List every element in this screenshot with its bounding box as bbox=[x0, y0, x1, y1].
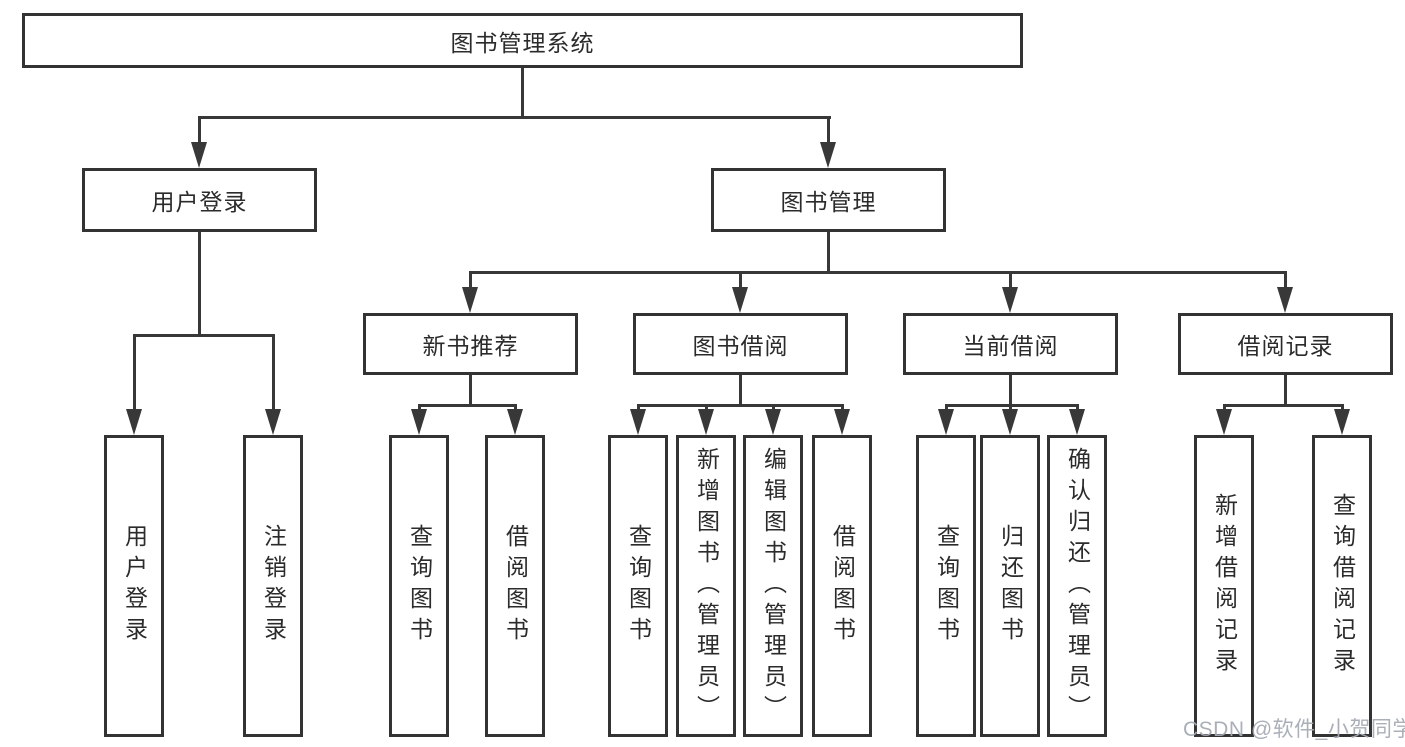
leaf-add-borrow-record: 新增借阅记录 bbox=[1194, 435, 1254, 737]
leaf-label: 新增图书（管理员） bbox=[693, 446, 720, 726]
arrow-down-icon bbox=[191, 142, 207, 168]
leaf-borrow-books: 借阅图书 bbox=[812, 435, 872, 737]
leaf-return-books: 归还图书 bbox=[980, 435, 1040, 737]
node-label: 用户登录 bbox=[151, 189, 248, 215]
leaf-query-books-current: 查询图书 bbox=[916, 435, 976, 737]
leaf-label: 用户登录 bbox=[121, 524, 148, 648]
connector-line bbox=[1284, 271, 1287, 291]
leaf-add-book-admin: 新增图书（管理员） bbox=[676, 435, 736, 737]
connector-line bbox=[514, 404, 517, 413]
connector-line bbox=[841, 404, 844, 413]
arrow-down-icon bbox=[732, 287, 748, 313]
connector-line bbox=[1076, 404, 1079, 413]
arrow-down-icon bbox=[630, 409, 646, 435]
connector-line bbox=[198, 116, 831, 119]
leaf-logout: 注销登录 bbox=[243, 435, 303, 737]
leaf-label: 新增借阅记录 bbox=[1211, 493, 1238, 679]
node-label: 新书推荐 bbox=[422, 333, 519, 359]
leaf-query-borrow-record: 查询借阅记录 bbox=[1312, 435, 1372, 737]
leaf-label: 借阅图书 bbox=[829, 524, 856, 648]
connector-line bbox=[772, 404, 775, 413]
connector-line bbox=[1009, 271, 1012, 291]
connector-line bbox=[469, 271, 472, 291]
connector-line bbox=[1224, 404, 1342, 407]
leaf-edit-book-admin: 编辑图书（管理员） bbox=[743, 435, 803, 737]
arrow-down-icon bbox=[834, 409, 850, 435]
leaf-label: 归还图书 bbox=[997, 524, 1024, 648]
arrow-down-icon bbox=[820, 142, 836, 168]
connector-line bbox=[827, 116, 830, 144]
node-book-borrow: 图书借阅 bbox=[633, 313, 848, 375]
arrow-down-icon bbox=[1216, 409, 1232, 435]
arrow-down-icon bbox=[507, 409, 523, 435]
connector-line bbox=[945, 404, 948, 413]
leaf-label: 编辑图书（管理员） bbox=[760, 446, 787, 726]
connector-line bbox=[1009, 375, 1012, 406]
leaf-label: 查询图书 bbox=[406, 524, 433, 648]
connector-line bbox=[133, 334, 274, 337]
node-current-borrow: 当前借阅 bbox=[903, 313, 1118, 375]
connector-line bbox=[133, 334, 136, 411]
connector-line bbox=[198, 116, 201, 144]
arrow-down-icon bbox=[1277, 287, 1293, 313]
leaf-borrow-books-recommend: 借阅图书 bbox=[485, 435, 545, 737]
leaf-label: 借阅图书 bbox=[502, 524, 529, 648]
leaf-label: 查询借阅记录 bbox=[1329, 493, 1356, 679]
node-label: 图书借阅 bbox=[692, 333, 789, 359]
connector-line bbox=[272, 334, 275, 411]
leaf-label: 注销登录 bbox=[260, 524, 287, 648]
connector-line bbox=[469, 375, 472, 406]
root-node-label: 图书管理系统 bbox=[450, 29, 595, 56]
watermark-text: CSDN @软件_小贺同学 bbox=[1183, 718, 1405, 741]
connector-line bbox=[198, 232, 201, 336]
root-node: 图书管理系统 bbox=[22, 13, 1023, 68]
connector-line bbox=[1341, 404, 1344, 413]
node-user-login: 用户登录 bbox=[82, 168, 317, 232]
node-new-book-recommend: 新书推荐 bbox=[363, 313, 578, 375]
arrow-down-icon bbox=[938, 409, 954, 435]
arrow-down-icon bbox=[698, 409, 714, 435]
leaf-user-login: 用户登录 bbox=[104, 435, 164, 737]
connector-line bbox=[521, 68, 524, 116]
connector-line bbox=[739, 271, 742, 291]
arrow-down-icon bbox=[126, 409, 142, 435]
connector-line bbox=[470, 271, 1287, 274]
leaf-label: 查询图书 bbox=[933, 524, 960, 648]
node-borrow-records: 借阅记录 bbox=[1178, 313, 1393, 375]
node-label: 图书管理 bbox=[780, 189, 877, 215]
arrow-down-icon bbox=[765, 409, 781, 435]
arrow-down-icon bbox=[411, 409, 427, 435]
connector-line bbox=[637, 404, 640, 413]
leaf-query-books-borrow: 查询图书 bbox=[608, 435, 668, 737]
arrow-down-icon bbox=[1002, 409, 1018, 435]
arrow-down-icon bbox=[1002, 287, 1018, 313]
connector-line bbox=[705, 404, 708, 413]
connector-line bbox=[1284, 375, 1287, 406]
connector-line bbox=[638, 404, 842, 407]
connector-line bbox=[418, 404, 421, 413]
arrow-down-icon bbox=[462, 287, 478, 313]
node-label: 当前借阅 bbox=[962, 333, 1059, 359]
arrow-down-icon bbox=[1334, 409, 1350, 435]
leaf-confirm-return-admin: 确认归还（管理员） bbox=[1047, 435, 1107, 737]
connector-line bbox=[739, 375, 742, 406]
connector-line bbox=[827, 232, 830, 273]
leaf-label: 确认归还（管理员） bbox=[1064, 446, 1091, 726]
arrow-down-icon bbox=[1069, 409, 1085, 435]
leaf-label: 查询图书 bbox=[625, 524, 652, 648]
node-book-management: 图书管理 bbox=[711, 168, 946, 232]
connector-line bbox=[1223, 404, 1226, 413]
node-label: 借阅记录 bbox=[1237, 333, 1334, 359]
connector-line bbox=[1009, 404, 1012, 413]
arrow-down-icon bbox=[265, 409, 281, 435]
leaf-query-books-recommend: 查询图书 bbox=[389, 435, 449, 737]
connector-line bbox=[419, 404, 516, 407]
